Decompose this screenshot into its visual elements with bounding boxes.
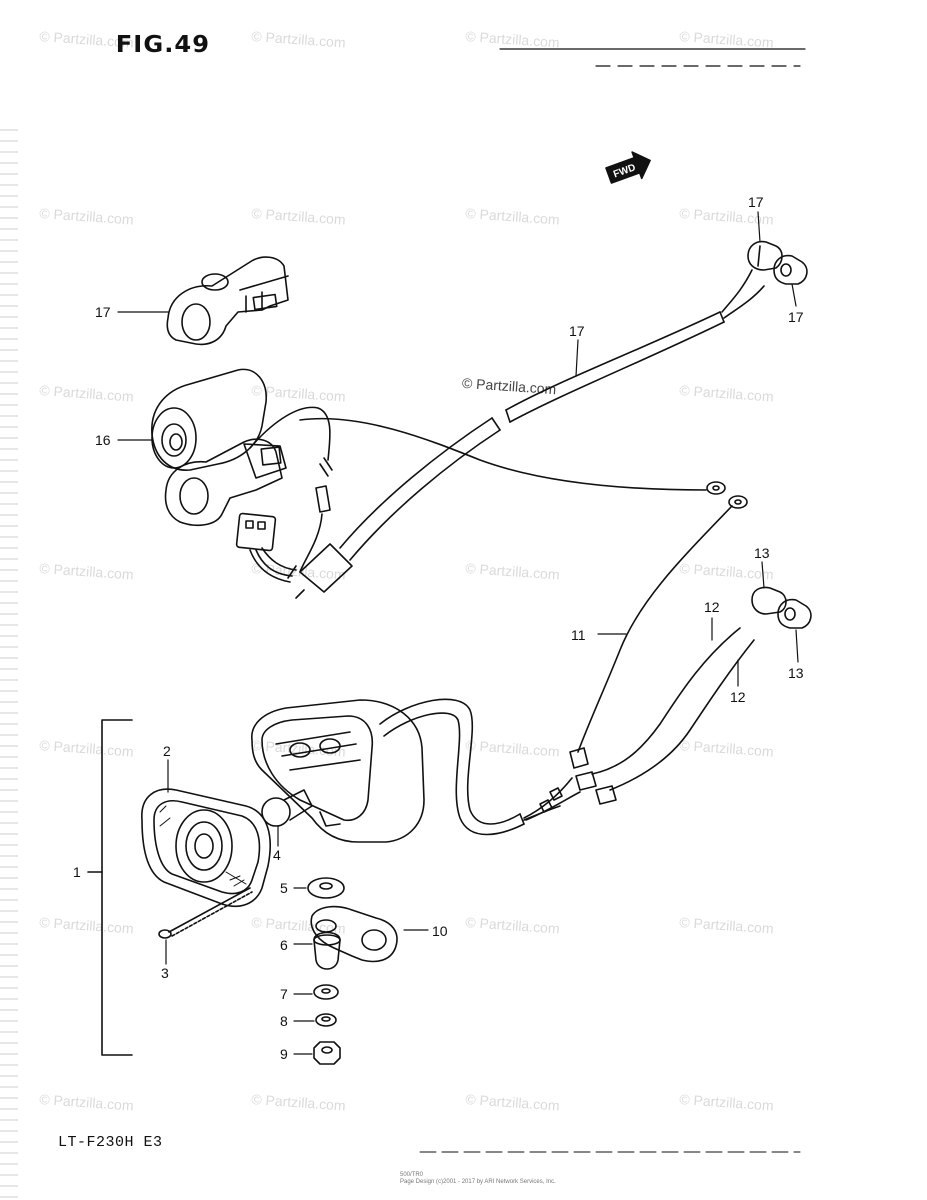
part-13-connector-cap-a <box>751 586 787 615</box>
callout-16: 17 <box>569 323 585 339</box>
part-8-lock-washer <box>315 1013 337 1027</box>
tail-light-housing <box>251 698 581 843</box>
callout-17-top: 17 <box>748 194 764 210</box>
callout-4: 4 <box>273 847 281 863</box>
figure-title: FIG.49 <box>115 32 211 58</box>
forward-direction-arrow: FWD <box>605 151 651 184</box>
model-code: LT-F230H E3 <box>58 1134 163 1151</box>
callout-11: 11 <box>571 627 586 643</box>
part-14-switch-assembly <box>151 368 353 599</box>
callout-2: 2 <box>163 743 171 759</box>
callout-13-bottom: 13 <box>788 665 804 681</box>
part-2-lens <box>141 788 271 908</box>
part-7-washer <box>313 984 339 1000</box>
part-6-grommet <box>313 931 341 970</box>
part-10-clamp <box>310 905 398 963</box>
part-17-connector-cap-b <box>773 254 808 285</box>
part-3-screw <box>158 887 253 939</box>
footer-copyright: 500/TR0 Page Design (c)2001 - 2017 by AR… <box>400 1172 556 1186</box>
callout-10: 10 <box>432 923 448 939</box>
assembly-bracket-1 <box>87 719 133 1056</box>
callout-8: 8 <box>280 1013 288 1029</box>
header-rules <box>499 48 806 67</box>
part-5-washer <box>307 877 345 899</box>
footer-line-1: 500/TR0 <box>400 1172 424 1178</box>
part-15-switch-housing <box>166 256 289 346</box>
footer-line-2: Page Design (c)2001 - 2017 by ARI Networ… <box>400 1179 556 1185</box>
part-4-bulb <box>261 789 313 827</box>
callout-12-bottom: 12 <box>730 689 746 705</box>
callout-13-top: 13 <box>754 545 770 561</box>
callout-3: 3 <box>161 965 169 981</box>
callout-7: 7 <box>280 986 288 1002</box>
callout-17-bottom: 17 <box>788 309 804 325</box>
leader-lines <box>117 211 799 1055</box>
callout-1: 1 <box>73 864 81 880</box>
callout-labels: 17 16 17 17 17 11 12 12 13 13 2 4 1 3 5 … <box>73 194 804 1062</box>
part-16-wire-harness <box>299 269 765 561</box>
callout-5: 5 <box>280 880 288 896</box>
part-11-ground-wire <box>569 495 748 769</box>
callout-15: 17 <box>95 304 111 320</box>
part-17-connector-cap-a <box>747 240 783 271</box>
part-13-connector-cap-b <box>777 598 812 629</box>
part-12-lead-wires <box>575 627 755 805</box>
part-9-nut <box>313 1041 341 1065</box>
callout-6: 6 <box>280 937 288 953</box>
scan-edge-artifact <box>0 120 18 1200</box>
callout-9: 9 <box>280 1046 288 1062</box>
callout-12-top: 12 <box>704 599 720 615</box>
callout-14: 16 <box>95 432 111 448</box>
